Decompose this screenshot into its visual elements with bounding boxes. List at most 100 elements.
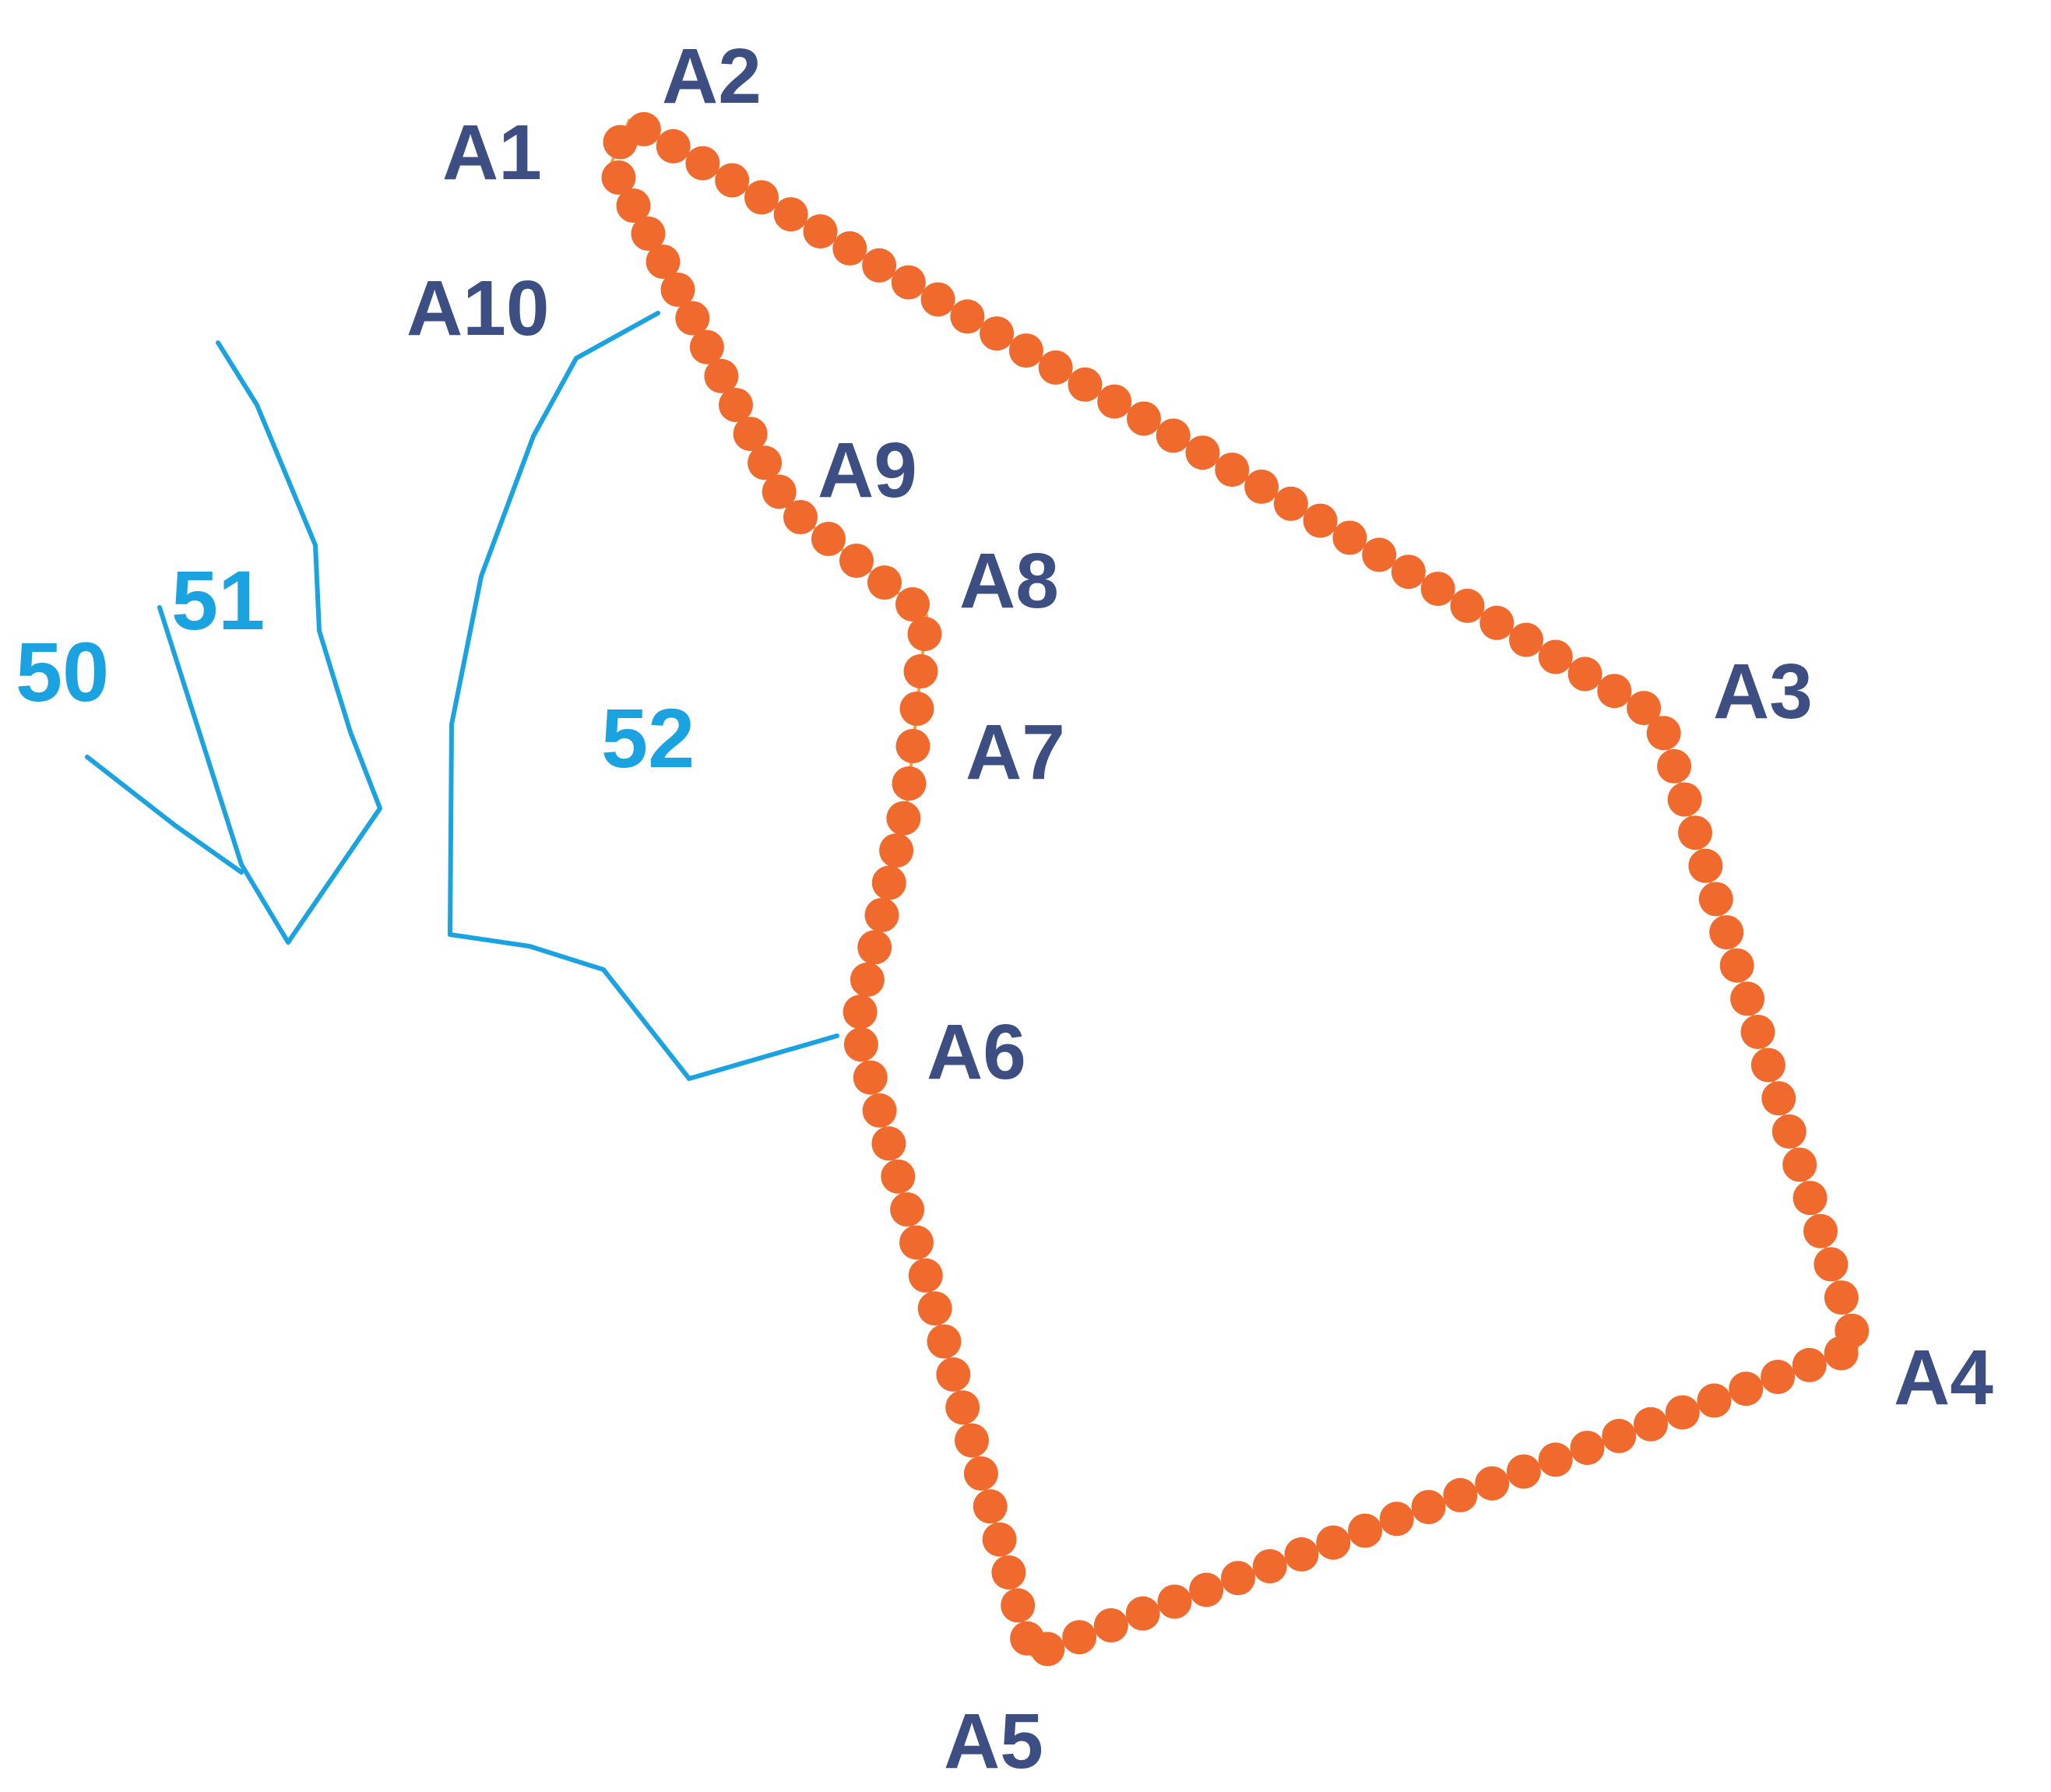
boundary-dot [1750,1047,1785,1083]
boundary-dot [1273,486,1308,521]
boundary-dot [892,766,927,801]
boundary-dot [963,1456,998,1491]
boundary-dot [881,1159,916,1194]
boundary-dot [1215,452,1250,488]
boundary-dot [1450,588,1485,623]
part-label-52: 52 [601,691,695,785]
part-50-outline [85,755,244,875]
boundary-dot [973,1489,1008,1524]
boundary-dot [1411,1490,1446,1525]
boundary-dot [1316,1525,1351,1560]
boundary-dot [1814,1247,1849,1282]
boundary-dot [1332,520,1367,555]
boundary-dot [832,231,867,266]
boundary-dot [1761,1081,1796,1116]
boundary-dot [811,522,846,556]
vertex-label-a3: A3 [1713,648,1813,735]
boundary-dot [660,273,695,307]
boundary-dot [945,1390,980,1425]
boundary-dot [783,500,818,534]
boundary-dot [982,1522,1017,1557]
part-52-outline [448,311,839,1081]
boundary-dot [1646,716,1681,751]
boundary-dot [1509,622,1543,657]
boundary-dot [955,1423,989,1458]
boundary-dot [903,654,938,688]
vertex-label-a6: A6 [927,1009,1026,1096]
boundary-dot [1665,1395,1700,1430]
boundary-dot [1127,401,1161,436]
boundary-dot [1097,384,1132,419]
boundary-dot [1678,815,1712,850]
boundary-dots [601,111,1870,1667]
boundary-dot [1506,1454,1541,1489]
boundary-dot [899,692,934,726]
vertex-label-a1: A1 [442,109,542,196]
vertex-label-a8: A8 [959,537,1059,625]
boundary-dot [1570,1431,1605,1466]
vertex-label-a4: A4 [1894,1334,1993,1421]
boundary-dot [839,544,874,578]
boundary-dot [862,248,897,283]
boundary-dot [1420,572,1455,607]
boundary-dot [689,329,724,364]
boundary-dot [733,417,768,452]
boundary-dot [1443,1477,1478,1512]
boundary-dot [1391,554,1426,590]
boundary-dot [920,282,955,317]
boundary-dot [886,801,921,836]
boundary-dot [1068,367,1103,402]
boundary-dot [1284,1537,1319,1572]
boundary-dot [853,1060,888,1095]
boundary-dot [1156,418,1191,453]
boundary-dot [1709,915,1744,950]
boundary-dot [1185,435,1220,470]
boundary-dot [1688,848,1723,883]
boundary-dot [871,865,906,900]
vertex-label-a2: A2 [662,33,762,120]
boundary-dot [685,146,720,181]
boundary-dot [748,445,783,481]
boundary-dot [744,180,779,215]
boundary-dot [1093,1608,1128,1642]
boundary-dot [1379,1502,1414,1537]
boundary-dot [1538,639,1573,674]
part-51-outline [157,340,382,945]
boundary-dot [908,1258,943,1293]
boundary-dot [1719,948,1754,983]
boundary-dot [891,265,926,300]
boundary-dot [1792,1181,1828,1216]
boundary-dot [1348,1513,1383,1548]
boundary-dot [927,1324,962,1359]
boundary-dot [773,197,808,232]
part-label-50: 50 [16,625,109,719]
boundary-dot [719,388,753,422]
boundary-dot [871,1126,906,1161]
boundary-dot [1221,1561,1255,1596]
boundary-dot [843,995,878,1030]
boundary-dot [1062,1620,1097,1655]
boundary-dot [862,1093,897,1128]
boundary-dot [917,1291,952,1326]
boundary-dot [991,1555,1026,1590]
boundary-dot [895,729,931,763]
part-outlines [85,311,839,1081]
boundary-dot [1362,537,1397,572]
boundary-dot [601,160,636,195]
boundary-dot [1698,882,1733,917]
boundary-dot [1125,1596,1160,1631]
boundary-dot [1157,1584,1192,1619]
boundary-dot [1634,1406,1668,1442]
part-label-51: 51 [171,553,265,647]
boundary-dot [1010,1621,1045,1656]
boundary-dot [1761,1360,1796,1394]
boundary-dot [1479,605,1515,640]
vertex-label-a5: A5 [944,1698,1043,1785]
vertex-label-a9: A9 [818,427,917,514]
boundary-dot [762,474,797,509]
boundary-dot [1740,1015,1775,1049]
boundary-dot [1697,1383,1732,1418]
boundary-dot [1782,1147,1817,1182]
boundary-dot [1729,1371,1764,1406]
